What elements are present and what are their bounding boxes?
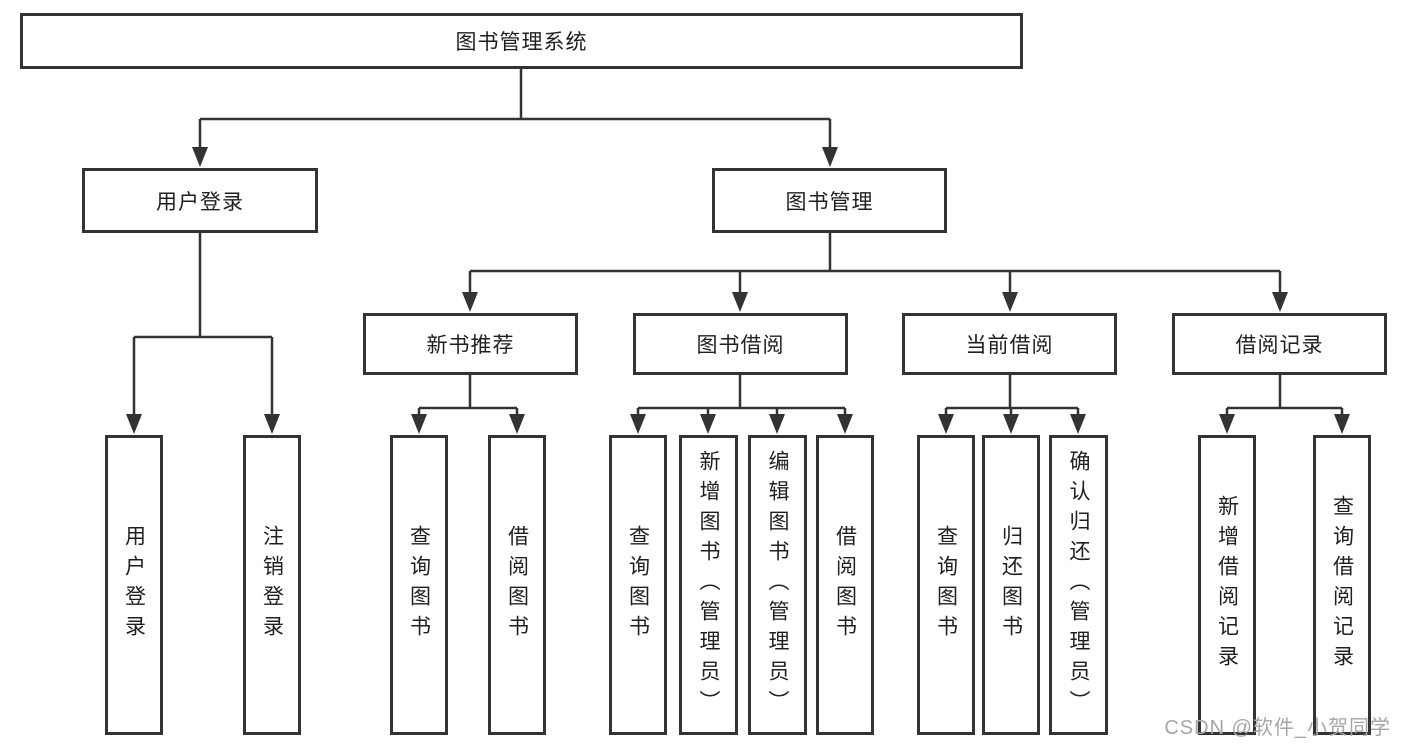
connector-current-borrow <box>944 375 1080 417</box>
connector-book-mgmt <box>468 232 1282 295</box>
node-user-login: 用户登录 <box>82 168 318 233</box>
node-book-management-label: 图书管理 <box>785 190 874 214</box>
watermark: CSDN @软件_小贺同学 <box>1164 717 1391 739</box>
node-book-borrowing-label: 图书借阅 <box>696 334 785 357</box>
leaf-bb-borrow-books: 借阅图书 <box>816 435 874 735</box>
leaf-cb-confirm-return-admin: 确认归还（管理员） <box>1049 435 1108 735</box>
node-user-login-label: 用户登录 <box>156 190 244 214</box>
leaf-rec-query-books-label: 查询图书 <box>407 525 431 645</box>
node-new-book-recommend-label: 新书推荐 <box>426 334 515 357</box>
node-borrowing-records-label: 借阅记录 <box>1235 334 1324 357</box>
leaf-br-add-record-label: 新增借阅记录 <box>1215 495 1239 675</box>
node-library-system: 图书管理系统 <box>20 13 1023 69</box>
leaf-br-query-record-label: 查询借阅记录 <box>1330 495 1354 675</box>
leaf-bb-query-books-label: 查询图书 <box>626 525 650 645</box>
leaf-cb-confirm-return-admin-label: 确认归还（管理员） <box>1067 450 1090 720</box>
leaf-rec-borrow-books-label: 借阅图书 <box>505 525 529 645</box>
leaf-logout: 注销登录 <box>243 435 301 735</box>
leaf-cb-return-books-label: 归还图书 <box>999 525 1023 645</box>
leaf-bb-edit-books-admin: 编辑图书（管理员） <box>748 435 807 735</box>
node-borrowing-records: 借阅记录 <box>1172 313 1387 375</box>
leaf-cb-query-books-label: 查询图书 <box>934 525 958 645</box>
leaf-user-login: 用户登录 <box>105 435 163 735</box>
leaf-bb-add-books-admin: 新增图书（管理员） <box>679 435 738 735</box>
leaf-user-login-label: 用户登录 <box>122 525 146 645</box>
node-current-borrowing-label: 当前借阅 <box>965 334 1054 357</box>
leaf-rec-query-books: 查询图书 <box>390 435 448 735</box>
leaf-cb-return-books: 归还图书 <box>982 435 1040 735</box>
node-library-system-label: 图书管理系统 <box>455 31 588 54</box>
node-book-management: 图书管理 <box>712 168 947 233</box>
leaf-bb-query-books: 查询图书 <box>609 435 667 735</box>
leaf-bb-borrow-books-label: 借阅图书 <box>833 525 857 645</box>
leaf-br-query-record: 查询借阅记录 <box>1313 435 1371 735</box>
leaf-rec-borrow-books: 借阅图书 <box>488 435 546 735</box>
connector-borrow-records <box>1225 375 1344 417</box>
node-book-borrowing: 图书借阅 <box>633 313 848 375</box>
leaf-br-add-record: 新增借阅记录 <box>1198 435 1256 735</box>
node-new-book-recommend: 新书推荐 <box>363 313 578 375</box>
leaf-cb-query-books: 查询图书 <box>917 435 975 735</box>
leaf-bb-edit-books-admin-label: 编辑图书（管理员） <box>766 450 789 720</box>
connector-root <box>198 68 832 150</box>
node-current-borrowing: 当前借阅 <box>902 313 1117 375</box>
leaf-bb-add-books-admin-label: 新增图书（管理员） <box>697 450 720 720</box>
connector-user-login <box>132 232 274 417</box>
leaf-logout-label: 注销登录 <box>260 525 284 645</box>
connector-book-borrow <box>636 375 847 417</box>
connector-new-book-rec <box>417 375 519 417</box>
